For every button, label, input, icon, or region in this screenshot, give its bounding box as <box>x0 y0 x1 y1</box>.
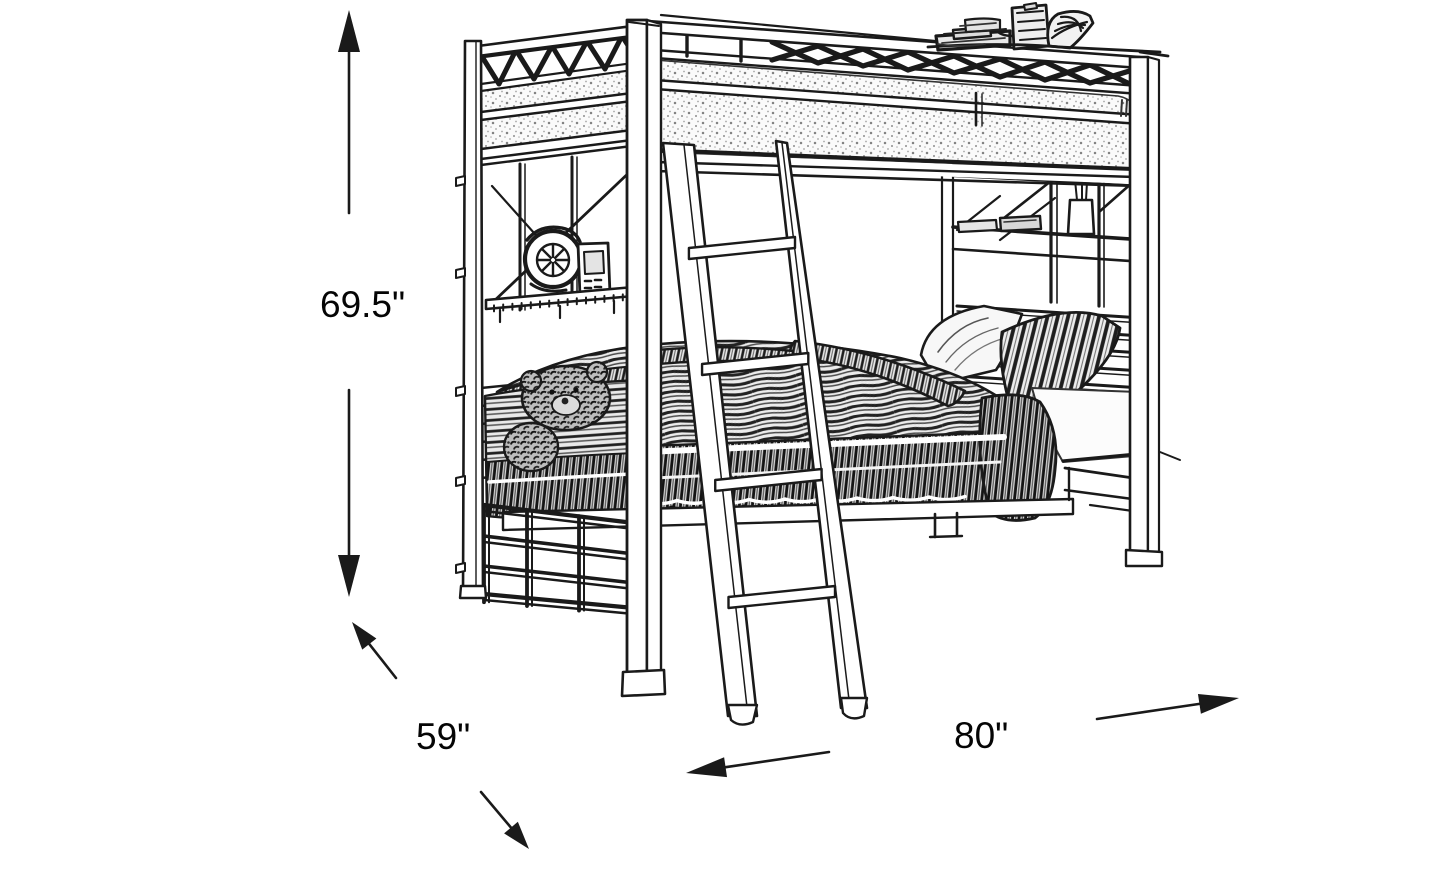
svg-text:59": 59" <box>416 716 470 757</box>
svg-text:80": 80" <box>954 715 1008 756</box>
svg-text:69.5": 69.5" <box>320 284 405 325</box>
